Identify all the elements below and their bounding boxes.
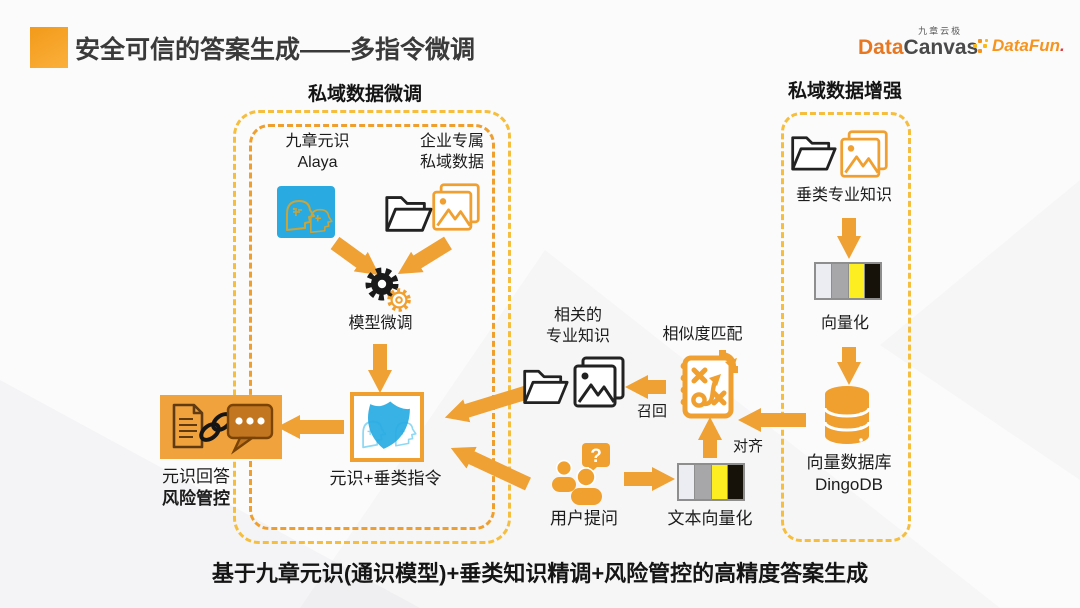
alaya-label: 九章元识 Alaya	[285, 133, 350, 171]
datafun-logo-dot: .	[1060, 36, 1065, 55]
left-box-outer-border	[233, 110, 511, 544]
brain-heads-icon	[277, 186, 335, 238]
enterprise-data-label: 企业专属 私域数据	[419, 133, 484, 171]
instruction-label: 元识+垂类指令	[329, 469, 442, 488]
left-box-inner-border	[249, 124, 495, 530]
similarity-label: 相似度匹配	[662, 326, 743, 343]
images-icon	[573, 356, 625, 408]
vectorize-label: 向量化	[820, 315, 869, 332]
database-icon	[823, 386, 871, 444]
user-question-label: 用户提问	[550, 509, 618, 528]
right-box-title: 私域数据增强	[787, 81, 902, 102]
datacanvas-logo-subtext: 九章云极	[918, 26, 963, 36]
vector-db-label: 向量数据库 DingoDB	[806, 453, 892, 495]
model-finetune-label: 模型微调	[348, 315, 413, 332]
vector-bars-icon	[814, 262, 882, 300]
related-knowledge-label: 相关的 专业知识	[545, 307, 610, 345]
align-label: 对齐	[732, 438, 763, 455]
left-box-title: 私域数据微调	[307, 84, 422, 105]
gears-icon	[365, 267, 411, 312]
datacanvas-logo: 九章云极 DataCanvas	[858, 24, 978, 59]
strategy-board-icon	[680, 350, 738, 419]
text-vectorize-label: 文本向量化	[667, 509, 753, 528]
shield-heads-icon	[350, 392, 424, 462]
folder-icon	[791, 136, 837, 171]
vector-bars-icon	[677, 463, 745, 501]
right-box-border	[781, 112, 911, 542]
title-accent-square	[30, 27, 68, 68]
datafun-logo: DataFun.	[972, 36, 1065, 56]
datacanvas-logo-part1: Data	[858, 36, 904, 59]
folder-icon	[385, 196, 433, 232]
folder-icon	[523, 369, 569, 404]
answer-label-line1: 元识回答	[162, 467, 230, 486]
question-mark: ?	[590, 446, 602, 467]
images-icon	[432, 183, 480, 231]
page-title: 安全可信的答案生成——多指令微调	[75, 36, 476, 64]
recall-label: 召回	[636, 403, 667, 420]
answer-label-line2: 风险管控	[162, 489, 230, 508]
vertical-knowledge-label: 垂类专业知识	[795, 187, 892, 204]
document-chain-chat-icon	[160, 395, 282, 459]
footer-summary: 基于九章元识(通识模型)+垂类知识精调+风险管控的高精度答案生成	[211, 561, 869, 586]
images-icon	[840, 130, 888, 178]
user-question-icon: ?	[552, 443, 610, 505]
datacanvas-logo-part2: Canvas	[903, 36, 979, 59]
datafun-dots-icon	[973, 39, 988, 53]
datafun-logo-text: DataFun	[992, 36, 1060, 55]
